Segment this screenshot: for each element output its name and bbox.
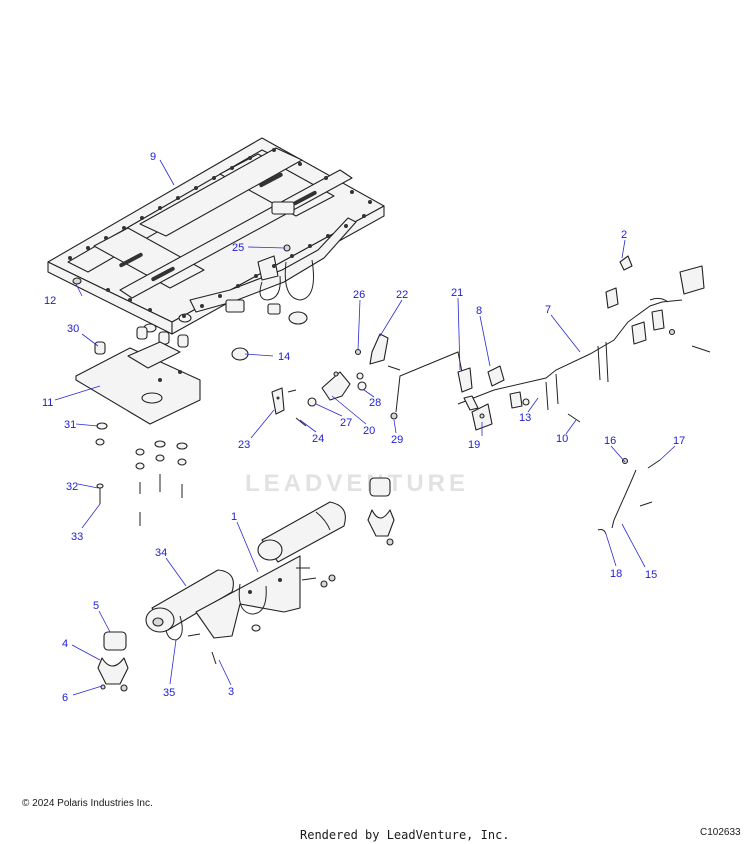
callout-29: 29 xyxy=(391,434,403,446)
part-28-washer xyxy=(356,372,367,391)
callout-17: 17 xyxy=(673,435,685,447)
callout-18: 18 xyxy=(610,568,622,580)
callout-19: 19 xyxy=(468,439,480,451)
part-22-bracket xyxy=(369,333,389,365)
callout-31: 31 xyxy=(64,419,76,431)
callout-5: 5 xyxy=(93,600,99,612)
part-30-bumpers xyxy=(94,326,189,355)
callout-7: 7 xyxy=(545,304,551,316)
part-11-skid-plate xyxy=(75,341,201,425)
callout-25: 25 xyxy=(232,242,244,254)
callout-30: 30 xyxy=(67,323,79,335)
part-8-clamp xyxy=(487,365,505,387)
part-15-gas-spring xyxy=(611,469,637,529)
part-1-muffler xyxy=(195,501,346,639)
callout-21: 21 xyxy=(451,287,463,299)
callout-32: 32 xyxy=(66,481,78,493)
center-mount-bushing xyxy=(367,477,395,546)
callout-14: 14 xyxy=(278,351,290,363)
callout-27: 27 xyxy=(340,417,352,429)
part-5-bushing xyxy=(103,631,127,651)
callout-9: 9 xyxy=(150,151,156,163)
callout-12: 12 xyxy=(44,295,56,307)
part-24-bolt xyxy=(295,417,307,427)
part-12-nut xyxy=(72,277,82,285)
callout-28: 28 xyxy=(369,397,381,409)
callout-20: 20 xyxy=(363,425,375,437)
callout-23: 23 xyxy=(238,439,250,451)
skid-hardware xyxy=(95,422,188,526)
leader-lines xyxy=(54,159,676,696)
part-16-clip xyxy=(621,457,629,465)
callout-3: 3 xyxy=(228,686,234,698)
figure-id: C102633 xyxy=(700,827,741,838)
spring-mount-bolt xyxy=(639,501,653,507)
right-bolt xyxy=(691,345,711,353)
callout-1: 1 xyxy=(231,511,237,523)
callout-34: 34 xyxy=(155,547,167,559)
bracket-screw xyxy=(287,389,297,393)
part-29-bolt xyxy=(390,412,398,420)
callout-8: 8 xyxy=(476,305,482,317)
callout-15: 15 xyxy=(645,569,657,581)
part-13-bracket xyxy=(509,391,530,409)
copyright-notice: © 2024 Polaris Industries Inc. xyxy=(22,798,153,809)
callout-11: 11 xyxy=(42,397,53,409)
leadventure-watermark: LEADVENTURE xyxy=(245,470,470,497)
part-20-bracket xyxy=(321,371,351,401)
bracket-bolt xyxy=(387,365,401,371)
callout-24: 24 xyxy=(312,433,324,445)
callout-labels: 9 2 3 4 5 6 7 8 10 11 12 13 14 15 16 17 … xyxy=(42,151,685,704)
callout-6: 6 xyxy=(62,692,68,704)
part-2-clip xyxy=(619,255,633,271)
part-9-cargo-frame xyxy=(47,137,385,335)
part-6-bolt xyxy=(100,684,128,692)
part-27-spacer xyxy=(307,397,317,407)
callout-4: 4 xyxy=(62,638,68,650)
part-17-stud xyxy=(647,459,661,469)
part-23-bracket xyxy=(271,387,285,415)
callout-33: 33 xyxy=(71,531,83,543)
callout-26: 26 xyxy=(353,289,365,301)
rendered-by-credit: Rendered by LeadVenture, Inc. xyxy=(300,828,510,842)
part-4-clamp xyxy=(97,657,129,685)
callout-2: 2 xyxy=(621,229,627,241)
part-10-bolt xyxy=(567,413,581,423)
part-7-exhaust-tube xyxy=(457,265,705,411)
callout-22: 22 xyxy=(396,289,408,301)
callout-16: 16 xyxy=(604,435,616,447)
part-21-tube xyxy=(395,351,473,413)
part-18-clip xyxy=(597,529,607,535)
callout-13: 13 xyxy=(519,412,531,424)
callout-10: 10 xyxy=(556,433,568,445)
muffler-hardware xyxy=(187,567,336,665)
part-26-bolt xyxy=(354,348,362,356)
part-34-muffler xyxy=(145,569,234,641)
part-19-bracket xyxy=(471,403,493,431)
callout-35: 35 xyxy=(163,687,175,699)
